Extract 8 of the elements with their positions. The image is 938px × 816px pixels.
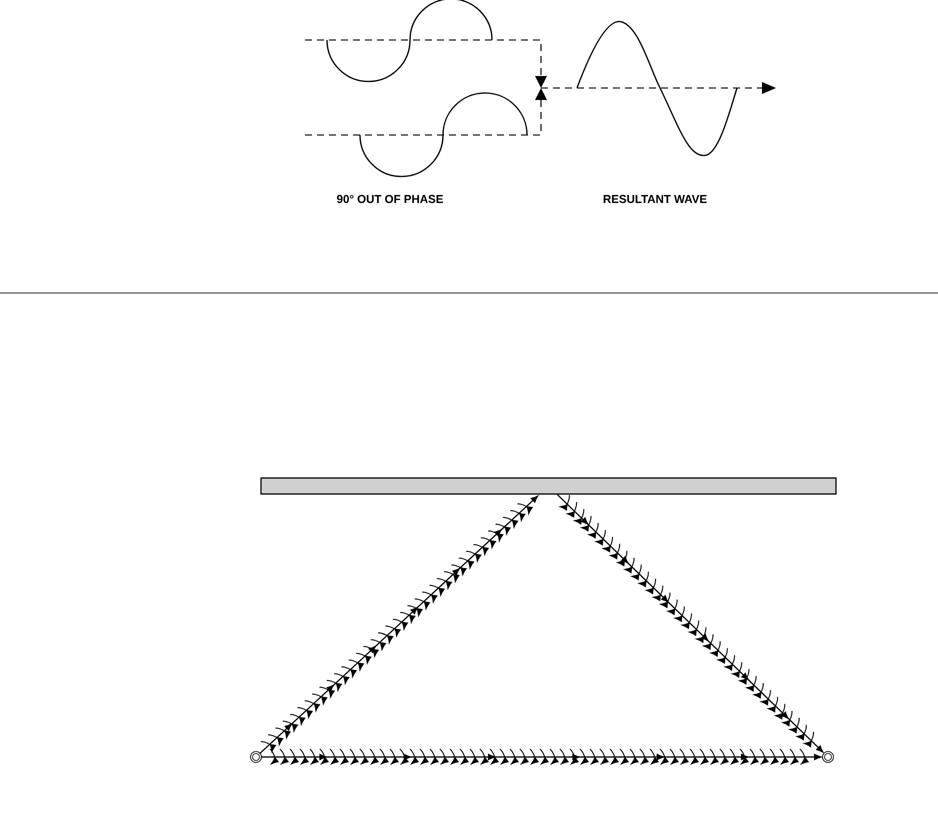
reflector-bar <box>260 477 837 495</box>
antenna-circle <box>250 751 262 763</box>
wave-path-arrow <box>259 496 538 754</box>
wave-path-arrow <box>260 748 822 764</box>
caption-label: 90° OUT OF PHASE <box>336 194 443 204</box>
antenna-circle <box>822 751 834 763</box>
wave-path-arrow <box>556 494 824 753</box>
caption-label: RESULTANT WAVE <box>604 194 707 204</box>
